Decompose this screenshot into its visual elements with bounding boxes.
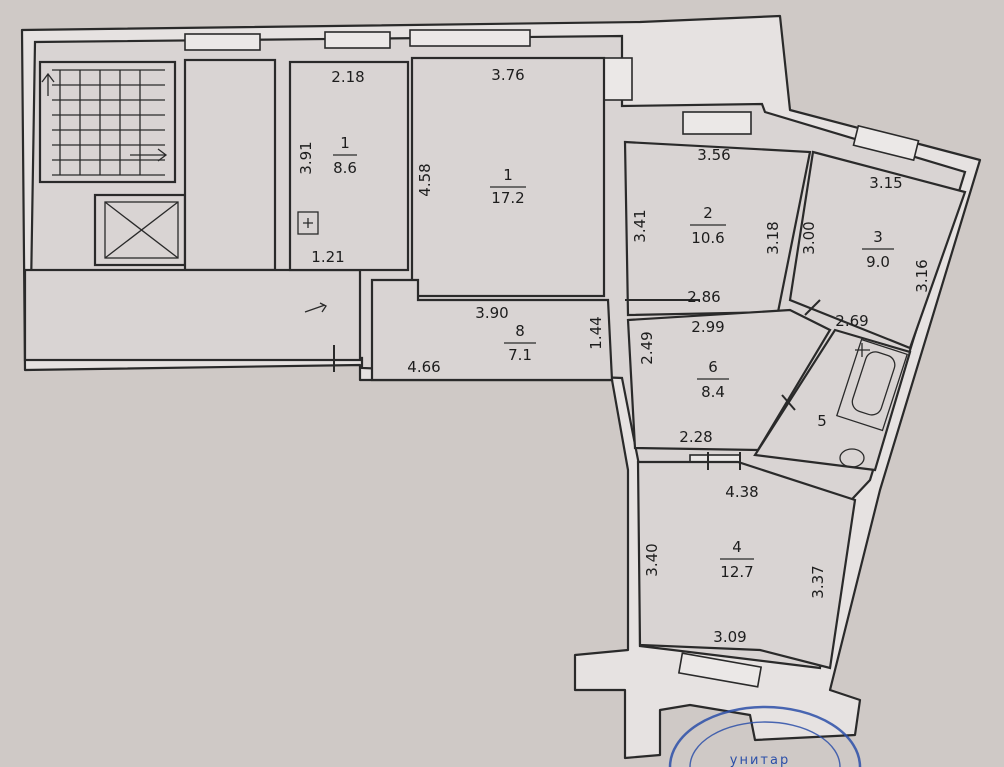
dim-r2-left: 3.41 (631, 209, 649, 242)
room-4-number: 4 (732, 538, 742, 556)
room-7-number: 1 (340, 134, 350, 152)
room-4 (636, 460, 857, 670)
room-labels: 1 8.6 1 17.2 2 10.6 3 9.0 8 7.1 6 8.4 5 … (333, 134, 894, 581)
dim-r4-left: 3.40 (643, 543, 661, 576)
dim-r1-bottom: 3.90 (475, 304, 508, 322)
room-5-number: 5 (817, 412, 827, 430)
room-3 (788, 150, 967, 350)
dim-r2-bottom: 2.86 (687, 288, 720, 306)
dim-r3-left: 3.00 (800, 221, 818, 254)
dim-r3-right: 3.16 (913, 259, 931, 292)
dim-r7-bottom: 1.21 (311, 248, 344, 266)
dim-r2-top: 3.56 (697, 146, 730, 164)
room-1-area: 17.2 (491, 189, 524, 207)
dim-r3-bottom: 2.69 (835, 312, 868, 330)
dim-r7-top: 2.18 (331, 68, 364, 86)
room-8-area: 7.1 (508, 346, 532, 364)
stamp: унитар (668, 705, 862, 767)
room-3-number: 3 (873, 228, 883, 246)
room-2-area: 10.6 (691, 229, 724, 247)
room-3-area: 9.0 (866, 253, 890, 271)
room-1 (410, 56, 606, 298)
dim-r8-bottom: 4.66 (407, 358, 440, 376)
dim-r3-top: 3.15 (869, 174, 902, 192)
room-6-area: 8.4 (701, 383, 725, 401)
dim-r2-right: 3.18 (764, 221, 782, 254)
dim-r6-top: 2.99 (691, 318, 724, 336)
dim-r8-right: 1.44 (587, 316, 605, 349)
room-6-number: 6 (708, 358, 718, 376)
dim-r6-bottom: 2.28 (679, 428, 712, 446)
room-8-number: 8 (515, 322, 525, 340)
stair-block (23, 58, 362, 362)
dim-r4-bottom: 3.09 (713, 628, 746, 646)
dim-r4-top: 4.38 (725, 483, 758, 501)
dim-r4-right: 3.37 (809, 565, 827, 598)
dim-r6-left: 2.49 (638, 331, 656, 364)
room-1-number: 1 (503, 166, 513, 184)
dim-r7-left: 3.91 (297, 141, 315, 174)
room-5 (753, 328, 912, 472)
room-7-area: 8.6 (333, 159, 357, 177)
room-4-area: 12.7 (720, 563, 753, 581)
stamp-text: унитар (730, 753, 790, 767)
dimension-labels: 2.18 3.91 1.21 3.76 4.58 3.90 3.56 3.41 … (297, 66, 931, 646)
room-8 (370, 278, 614, 382)
door-marks (304, 299, 821, 470)
dim-r1-left: 4.58 (416, 163, 434, 196)
dim-r1-top: 3.76 (491, 66, 524, 84)
room-2-number: 2 (703, 204, 713, 222)
room-7 (288, 60, 410, 272)
room-6 (626, 308, 832, 452)
